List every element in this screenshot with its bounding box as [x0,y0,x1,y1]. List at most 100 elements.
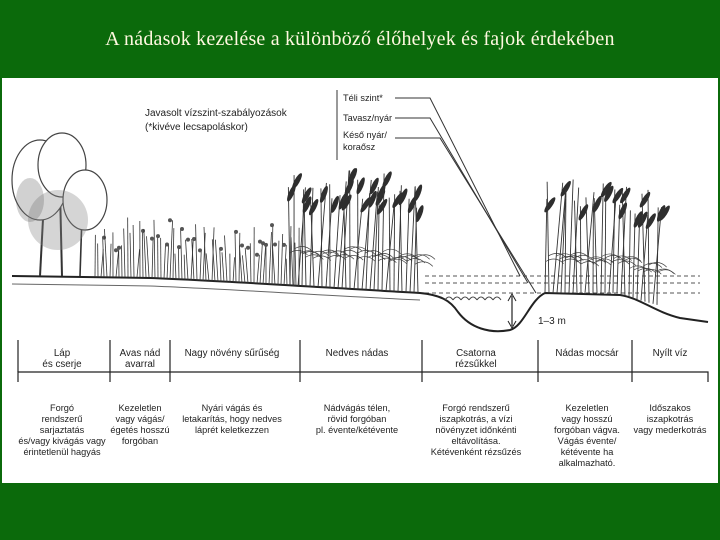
reed-leaf [643,269,662,275]
reed-leaf [611,259,630,265]
reed-panicle [413,184,423,202]
herb-flower [150,236,154,241]
herb-stem [272,244,276,285]
herb-stem [191,239,195,281]
herb-flower [177,245,181,250]
legend-spring-level: Tavasz/nyár [343,113,392,123]
herb-flower [114,248,118,253]
reed-stem [544,198,548,294]
zone-management-line: kétévente ha [561,447,615,457]
reed-panicle [600,181,612,198]
reed-leaf [592,260,612,266]
zone-management-line: Nyári vágás és [202,403,263,413]
reed-stem [647,189,650,303]
reed-leaf [329,250,349,256]
zone-management-line: rövid forgóban [328,414,387,424]
herb-stem [166,244,169,279]
reed-panicle [292,173,302,190]
tree-cluster [11,132,108,277]
herb-stem [224,235,228,283]
reed-leaf [344,246,363,252]
reed-stem [301,189,305,287]
herb-flower [192,237,196,242]
legend-late-level-2: koraősz [343,142,376,152]
herb-flower [234,229,238,234]
ground-profile [11,275,709,333]
zone-name-line: és cserje [42,359,82,370]
herb-stem [123,228,126,278]
zone-management-line: alkalmazható. [559,458,616,468]
reed-leaf [648,262,667,268]
reed-panicle [633,211,643,228]
zone-management-line: iszapkotrás, a vízi [439,414,512,424]
zone-brackets [17,340,709,382]
herb-stem [283,244,287,286]
herb-flower [255,252,259,257]
reed-leaf [629,265,648,271]
reed-leaf [289,250,308,256]
reed-panicle [382,171,392,188]
pointer-winter [395,97,521,277]
herb-stem [211,239,216,282]
herb-stem [238,232,241,283]
reed-leaf [356,256,376,262]
reed-panicle [356,177,365,195]
zone-management-line: vagy mederkotrás [633,425,706,435]
depth-indicator: 1–3 m [507,292,566,330]
zone-management-line: forgóban [122,436,158,446]
herb-flower [270,223,274,228]
legend-pointers [395,97,537,294]
zone-management-line: Kezeletlen [566,403,609,413]
herb-stem [290,237,294,286]
reed-panicle [612,187,624,204]
zone-management-line: Forgó rendszerű [442,403,509,413]
herb-flower [198,248,202,253]
herb-stem [242,255,246,284]
zone-management-line: növényzet időnkénti [435,425,516,435]
reed-panicle [331,195,339,213]
reed-stem [325,198,333,288]
reed-panicle [319,185,328,203]
herb-stem [172,228,175,280]
zone-management-line: Vágás évente/ [558,436,617,446]
herb-stem [153,219,156,279]
herb-stem [214,239,219,282]
depth-arrow-head-down [507,320,517,330]
herb-stem [268,232,272,285]
ground-base [11,283,421,301]
reed-panicle [376,198,388,215]
herb-flower [246,245,250,250]
zone-management-line: letakarítás, hogy nedves [182,414,282,424]
zone-management-line: Forgó [50,403,74,413]
herb-stem [205,253,210,282]
reed-leaf [394,256,413,262]
reed-stem [608,200,617,294]
reed-stem [546,181,550,294]
tree-crown-shade [16,178,44,222]
aquatic-plant [444,296,454,301]
herb-stem [136,249,140,278]
herb-stem [146,236,150,278]
water-levels [425,275,700,294]
reed-stem [628,210,631,298]
herb-stem [285,258,288,286]
herb-stem [277,240,280,286]
reed-leaf [345,255,364,261]
herb-flower [240,243,244,248]
herb-stem [294,242,297,287]
herb-stem [239,245,243,284]
reed-leaf [364,250,384,256]
herb-stem [169,220,173,280]
reed-panicle [344,179,354,196]
zone-name-line: Nedves nádas [326,348,389,359]
pointer-late [395,137,537,294]
herb-stem [174,253,177,280]
reed-leaf [605,255,624,261]
herb-stem [271,225,274,285]
herb-stem [104,228,108,278]
